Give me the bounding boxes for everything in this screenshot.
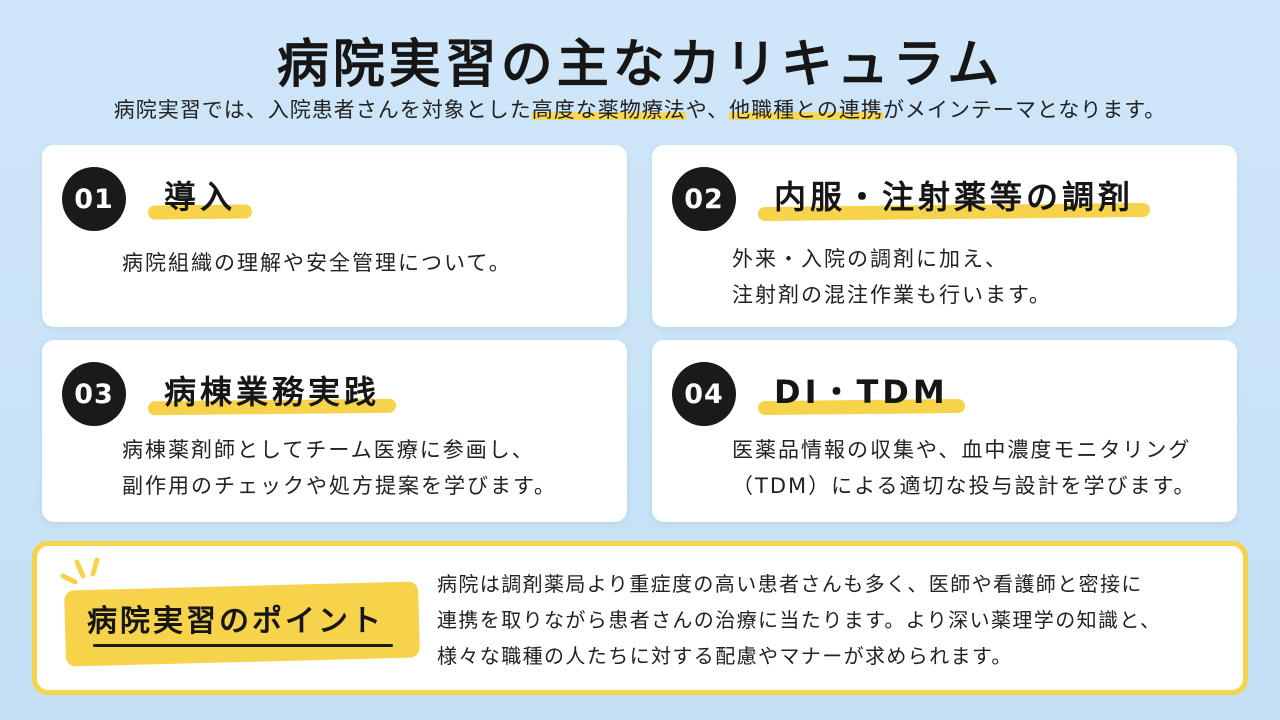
card-heading: 内服・注射薬等の調剤 <box>757 165 1151 225</box>
spark-lines-icon <box>60 557 100 585</box>
card-heading: DI・TDM <box>757 360 965 420</box>
subtitle-text-2: や、 <box>685 98 730 122</box>
subtitle-text-3: がメインテーマとなります。 <box>882 98 1167 122</box>
card-number-badge: 01 <box>62 167 126 231</box>
curriculum-card-04: 04 DI・TDM 医薬品情報の収集や、血中濃度モニタリング （TDM）による適… <box>652 340 1237 522</box>
subtitle-highlight-collaboration: 他職種との連携 <box>729 98 883 122</box>
card-heading-text: 病棟業務実践 <box>164 373 381 411</box>
card-heading-text: 導入 <box>164 178 237 216</box>
curriculum-card-01: 01 導入 病院組織の理解や安全管理について。 <box>42 145 627 327</box>
card-description-line: 病院組織の理解や安全管理について。 <box>122 251 512 275</box>
card-heading: 導入 <box>147 165 253 225</box>
card-description-line: 注射剤の混注作業も行います。 <box>732 283 1052 307</box>
point-description-line: 様々な職種の人たちに対する配慮やマナーが求められます。 <box>437 644 1013 668</box>
page-subtitle: 病院実習では、入院患者さんを対象とした高度な薬物療法や、他職種との連携がメインテ… <box>0 94 1280 124</box>
curriculum-card-02: 02 内服・注射薬等の調剤 外来・入院の調剤に加え、 注射剤の混注作業も行います… <box>652 145 1237 327</box>
hospital-training-point-box: 病院実習のポイント 病院は調剤薬局より重症度の高い患者さんも多く、医師や看護師と… <box>32 541 1248 695</box>
point-description: 病院は調剤薬局より重症度の高い患者さんも多く、医師や看護師と密接に 連携を取りな… <box>437 566 1223 674</box>
card-number-badge: 03 <box>62 362 126 426</box>
curriculum-card-03: 03 病棟業務実践 病棟薬剤師としてチーム医療に参画し、 副作用のチェックや処方… <box>42 340 627 522</box>
card-description: 病院組織の理解や安全管理について。 <box>122 245 607 281</box>
point-description-line: 連携を取りながら患者さんの治療に当たります。より深い薬理学の知識と、 <box>437 608 1162 632</box>
card-description-line: 医薬品情報の収集や、血中濃度モニタリング <box>732 438 1192 462</box>
point-label: 病院実習のポイント <box>87 604 384 639</box>
card-description: 病棟薬剤師としてチーム医療に参画し、 副作用のチェックや処方提案を学びます。 <box>122 432 607 504</box>
card-description: 医薬品情報の収集や、血中濃度モニタリング （TDM）による適切な投与設計を学びま… <box>732 432 1217 504</box>
point-description-line: 病院は調剤薬局より重症度の高い患者さんも多く、医師や看護師と密接に <box>437 572 1143 596</box>
card-number-badge: 04 <box>672 362 736 426</box>
card-heading-text: 内服・注射薬等の調剤 <box>774 178 1135 216</box>
subtitle-highlight-drug-therapy: 高度な薬物療法 <box>531 98 686 122</box>
point-label-underline <box>93 644 393 647</box>
card-description-line: 病棟薬剤師としてチーム医療に参画し、 <box>122 438 535 462</box>
card-heading: 病棟業務実践 <box>147 360 397 420</box>
card-description-line: 副作用のチェックや処方提案を学びます。 <box>122 474 557 498</box>
subtitle-text-1: 病院実習では、入院患者さんを対象とした <box>113 98 532 122</box>
page-title: 病院実習の主なカリキュラム <box>276 35 1004 95</box>
card-number-badge: 02 <box>672 167 736 231</box>
card-description-line: （TDM）による適切な投与設計を学びます。 <box>732 474 1197 498</box>
card-heading-text: DI・TDM <box>774 373 949 411</box>
card-description: 外来・入院の調剤に加え、 注射剤の混注作業も行います。 <box>732 241 1217 313</box>
card-description-line: 外来・入院の調剤に加え、 <box>732 247 1008 271</box>
